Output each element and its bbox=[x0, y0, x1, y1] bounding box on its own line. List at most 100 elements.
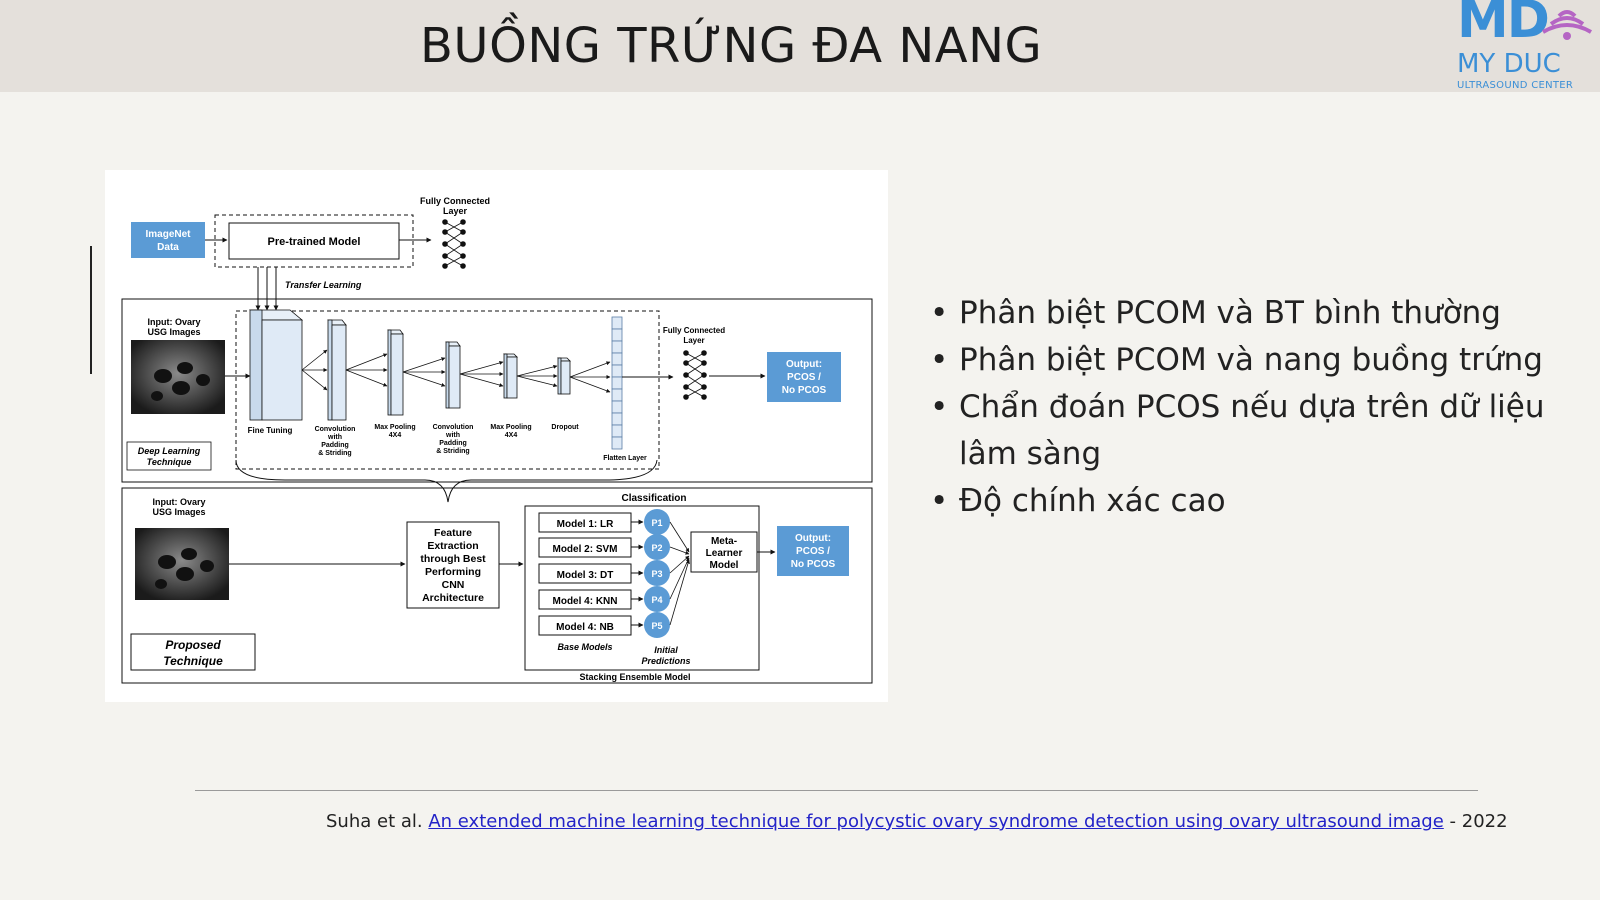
maxpool1-label: 4X4 bbox=[389, 432, 402, 439]
output1-box bbox=[767, 352, 841, 402]
deep-learning-panel bbox=[121, 298, 873, 483]
conv2-label: with bbox=[445, 432, 460, 439]
diagram-figure: ImageNet Data Pre-trained Model Fully Co… bbox=[105, 170, 888, 702]
maxpool2-block bbox=[503, 353, 518, 399]
feature-extraction-label: Extraction bbox=[427, 540, 478, 552]
title-bar: BUỒNG TRỨNG ĐA NANG MD MY DUC ULTRASOUND… bbox=[0, 0, 1600, 92]
input1-label: USG Images bbox=[147, 327, 200, 337]
imagenet-box bbox=[131, 222, 205, 258]
output1-label: Output: bbox=[786, 359, 822, 370]
maxpool1-label: Max Pooling bbox=[374, 424, 415, 431]
bullet-item: Chẩn đoán PCOS nếu dựa trên dữ liệu lâm … bbox=[930, 384, 1570, 478]
maxpool2-label: Max Pooling bbox=[490, 424, 531, 431]
stacking-ensemble-box bbox=[524, 505, 760, 671]
output2-box bbox=[777, 526, 849, 576]
meta-learner-label: Meta- bbox=[711, 536, 737, 547]
imagenet-label: ImageNet bbox=[145, 229, 191, 240]
flatten-layer-block bbox=[611, 316, 623, 450]
feature-extraction-label: CNN bbox=[442, 579, 465, 591]
feature-extraction-label: through Best bbox=[420, 553, 486, 565]
bullet-item: Phân biệt PCOM và BT bình thường bbox=[930, 290, 1570, 337]
transfer-learning-label: Transfer Learning bbox=[285, 280, 362, 290]
fc-mid-label: Fully Connected bbox=[663, 326, 725, 335]
input2-label: USG Images bbox=[152, 507, 205, 517]
input2-label: Input: Ovary bbox=[152, 497, 205, 507]
left-accent-line bbox=[90, 246, 92, 374]
prediction-label: P5 bbox=[651, 621, 662, 631]
fc-mid-label: Layer bbox=[683, 336, 704, 345]
proposed-panel bbox=[121, 487, 873, 684]
citation: Suha et al. An extended machine learning… bbox=[326, 811, 1508, 832]
fc-top-label: Fully Connected bbox=[420, 196, 490, 206]
classification-label: Classification bbox=[621, 493, 686, 504]
model-label: Model 4: KNN bbox=[553, 596, 618, 607]
model-4-row: Model 4: KNN P4 bbox=[538, 586, 670, 612]
fc-mid-network-icon bbox=[683, 350, 707, 400]
dl-technique-label: Deep Learning bbox=[138, 446, 201, 456]
proposed-technique-label: Proposed bbox=[165, 638, 221, 652]
fine-tuning-label: Fine Tuning bbox=[248, 426, 293, 435]
conv1-label: & Striding bbox=[318, 450, 351, 457]
pretrained-model-box bbox=[228, 222, 400, 260]
proposed-technique-box bbox=[130, 633, 256, 671]
bullet-list: Phân biệt PCOM và BT bình thường Phân bi… bbox=[930, 290, 1570, 525]
feature-extraction-label: Feature bbox=[434, 527, 472, 539]
conv2-block bbox=[445, 341, 461, 409]
maxpool2-label: 4X4 bbox=[505, 432, 518, 439]
initial-predictions-label: Predictions bbox=[641, 656, 690, 666]
meta-learner-box bbox=[690, 531, 758, 573]
ultrasound-image bbox=[131, 340, 225, 414]
logo-subtitle: ULTRASOUND CENTER bbox=[1457, 80, 1574, 91]
model-label: Model 3: DT bbox=[557, 570, 614, 581]
summary-brace bbox=[235, 459, 658, 503]
output1-label: PCOS / bbox=[787, 372, 821, 383]
fc-top-label: Layer bbox=[443, 206, 468, 216]
conv1-label: Padding bbox=[321, 442, 349, 449]
model-label: Model 2: SVM bbox=[552, 544, 617, 555]
conv2-label: & Striding bbox=[436, 448, 469, 455]
ultrasound-image bbox=[135, 528, 229, 600]
slide-title: BUỒNG TRỨNG ĐA NANG bbox=[420, 18, 1043, 74]
conv2-label: Convolution bbox=[433, 424, 474, 431]
base-models-label: Base Models bbox=[557, 642, 612, 652]
pretrained-model-label: Pre-trained Model bbox=[268, 236, 361, 248]
prediction-label: P3 bbox=[651, 569, 662, 579]
logo-waves-icon bbox=[1541, 10, 1593, 40]
dropout-block bbox=[557, 357, 571, 395]
output2-label: No PCOS bbox=[791, 559, 836, 570]
flatten-layer-label: Flatten Layer bbox=[603, 455, 647, 462]
model-3-row: Model 3: DT P3 bbox=[538, 560, 670, 586]
citation-year: - 2022 bbox=[1449, 811, 1508, 832]
model-1-row: Model 1: LR P1 bbox=[538, 509, 670, 535]
model-2-row: Model 2: SVM P2 bbox=[538, 534, 670, 560]
meta-learner-label: Learner bbox=[706, 548, 743, 559]
maxpool1-block bbox=[387, 329, 404, 416]
output2-label: PCOS / bbox=[796, 546, 830, 557]
dl-technique-label: Technique bbox=[147, 457, 192, 467]
cnn-dashed-frame bbox=[235, 310, 660, 470]
pretrained-dashed-frame bbox=[214, 214, 414, 268]
conv2-label: Padding bbox=[439, 440, 467, 447]
model-label: Model 1: LR bbox=[557, 519, 614, 530]
feature-extraction-label: Performing bbox=[425, 566, 481, 578]
prediction-label: P1 bbox=[651, 518, 662, 528]
output1-label: No PCOS bbox=[782, 385, 827, 396]
conv1-block bbox=[327, 319, 347, 421]
feature-extraction-box bbox=[406, 521, 500, 609]
model-label: Model 4: NB bbox=[556, 622, 614, 633]
fc-top-network-icon bbox=[442, 219, 466, 269]
footer-divider bbox=[195, 790, 1478, 791]
logo-name: MY DUC bbox=[1457, 49, 1561, 79]
bullet-item: Phân biệt PCOM và nang buồng trứng bbox=[930, 337, 1570, 384]
meta-learner-label: Model bbox=[710, 560, 739, 571]
input1-label: Input: Ovary bbox=[147, 317, 200, 327]
stacking-ensemble-label: Stacking Ensemble Model bbox=[579, 672, 690, 682]
imagenet-label: Data bbox=[157, 242, 179, 253]
prediction-label: P2 bbox=[651, 543, 662, 553]
logo-mark: MD bbox=[1457, 0, 1550, 50]
citation-link[interactable]: An extended machine learning technique f… bbox=[428, 811, 1444, 832]
my-duc-logo: MD MY DUC ULTRASOUND CENTER bbox=[1455, 0, 1600, 92]
prediction-label: P4 bbox=[651, 595, 662, 605]
citation-author: Suha et al. bbox=[326, 811, 423, 832]
proposed-technique-label: Technique bbox=[163, 654, 223, 668]
